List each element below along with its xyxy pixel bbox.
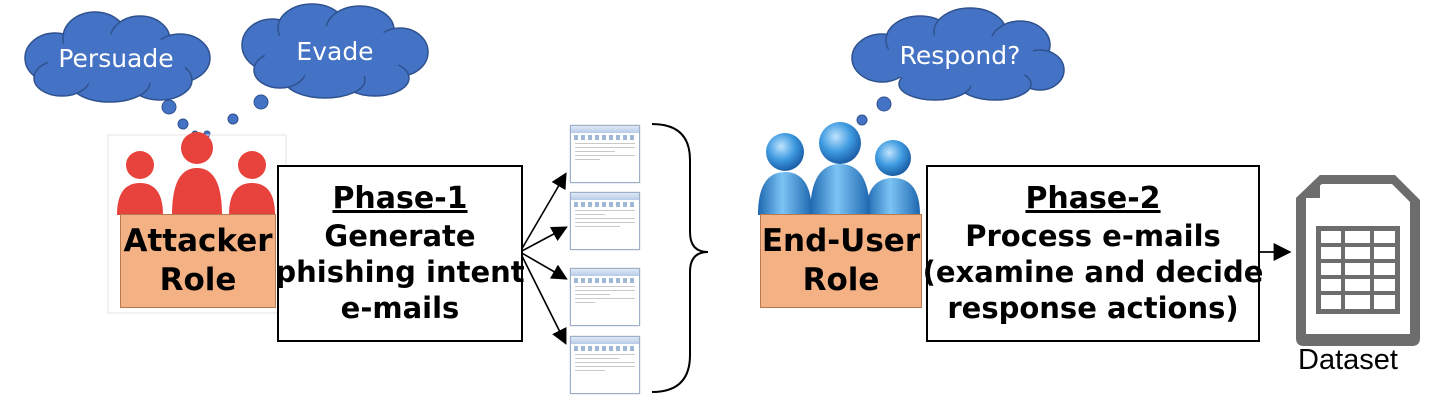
right-curly-brace — [651, 123, 709, 393]
phase2-box: Phase-2 Process e-mails (examine and dec… — [923, 165, 1263, 342]
dataset-label: Dataset — [1298, 344, 1398, 376]
phase2-line: Process e-mails — [965, 218, 1221, 253]
phase2-line: response actions) — [947, 291, 1239, 326]
thought-bubbles — [161, 94, 892, 138]
phase2-line: (examine and decide — [922, 255, 1264, 290]
attacker-role-line1: Attacker — [123, 223, 273, 260]
thought-cloud-persuade — [24, 11, 211, 103]
enduser-people-icon — [758, 122, 920, 215]
phase1-title: Phase-1 — [332, 181, 468, 217]
phase1-line: phishing intent — [275, 255, 525, 290]
email-thumbnail — [570, 268, 640, 326]
email-thumbnail — [570, 192, 640, 250]
fanout-arrows — [519, 172, 568, 345]
phase1-line: Generate — [324, 218, 476, 253]
spreadsheet-document-icon — [1296, 175, 1420, 346]
phase1-line: e-mails — [340, 291, 460, 326]
email-thumbnail — [570, 336, 640, 394]
cloud-label-respond: Respond? — [899, 41, 1021, 70]
enduser-role-line2: Role — [802, 262, 880, 298]
cloud-label-persuade: Persuade — [58, 44, 174, 73]
attacker-role-box: Attacker Role — [120, 214, 276, 308]
attacker-people-icon — [117, 132, 275, 215]
cloud-label-evade: Evade — [296, 37, 374, 66]
enduser-role-box: End-User Role — [760, 214, 922, 308]
thought-cloud-evade — [241, 3, 429, 99]
email-thumbnail — [570, 125, 640, 183]
phase2-title: Phase-2 — [1025, 181, 1161, 217]
enduser-role-line1: End-User — [761, 223, 921, 260]
attacker-role-line2: Role — [159, 262, 237, 298]
phase1-box: Phase-1 Generate phishing intent e-mails — [275, 165, 525, 342]
thought-cloud-respond — [851, 7, 1065, 101]
